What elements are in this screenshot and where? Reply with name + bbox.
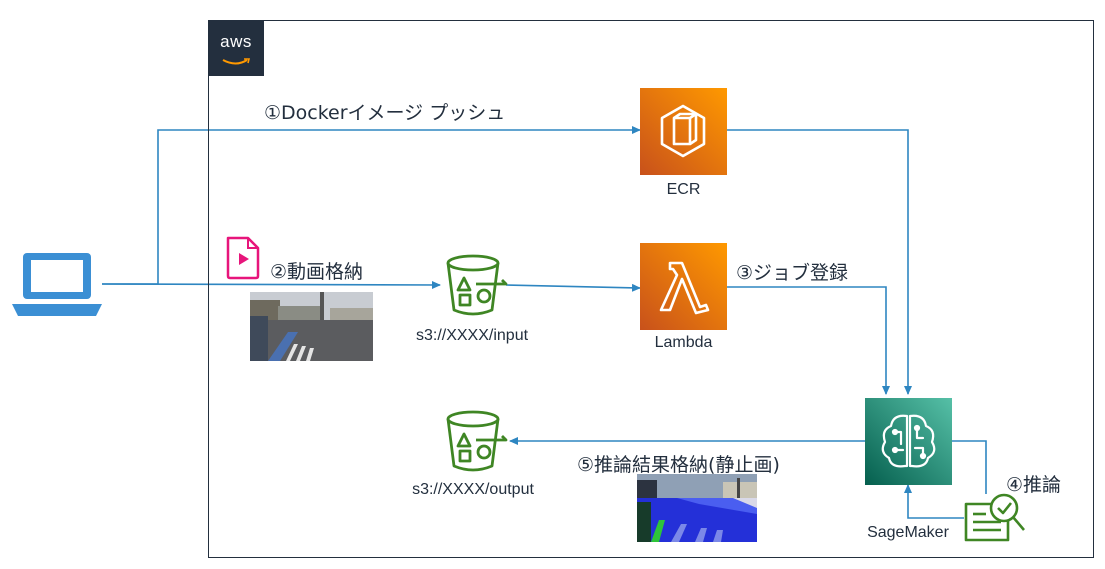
ecr-label: ECR (666, 181, 701, 198)
sagemaker-service (865, 398, 952, 485)
arrow-s3-to-lambda (505, 283, 641, 292)
ecr-service (640, 88, 727, 175)
arrow-upload-to-s3 (101, 280, 441, 289)
report-search-icon (964, 493, 1025, 542)
sagemaker-label: SageMaker (867, 524, 949, 541)
lambda-icon (659, 261, 710, 315)
aws-logo-text: aws (220, 32, 252, 51)
step3-label: ③ジョブ登録 (736, 262, 849, 284)
sagemaker-icon (881, 414, 936, 468)
lambda-label: Lambda (654, 334, 713, 351)
arrow-inference-to-sagemaker (904, 484, 964, 519)
step5-label: ⑤推論結果格納(静止画) (577, 454, 780, 476)
aws-logo: aws (208, 20, 264, 76)
step2-label: ②動画格納 (270, 261, 364, 283)
step4-label: ④推論 (1006, 474, 1062, 496)
input-video-thumbnail (250, 292, 373, 361)
laptop-icon (12, 253, 102, 316)
s3-bucket-icon (446, 254, 508, 316)
output-image-thumbnail (637, 474, 757, 542)
arrow-lambda-to-sagemaker (727, 286, 890, 395)
s3-bucket-icon (446, 410, 508, 472)
ecr-icon (660, 104, 706, 158)
arrow-sagemaker-to-inference (952, 440, 987, 494)
lambda-service (640, 243, 727, 330)
video-file-icon (226, 236, 260, 280)
step1-label: ①Dockerイメージ プッシュ (264, 102, 506, 124)
aws-cloud-group (208, 20, 1094, 558)
output-bucket-label: s3://XXXX/output (412, 481, 534, 498)
arrow-ecr-to-sagemaker (727, 129, 912, 395)
input-bucket-label: s3://XXXX/input (415, 327, 529, 344)
aws-smile-icon (222, 58, 250, 65)
